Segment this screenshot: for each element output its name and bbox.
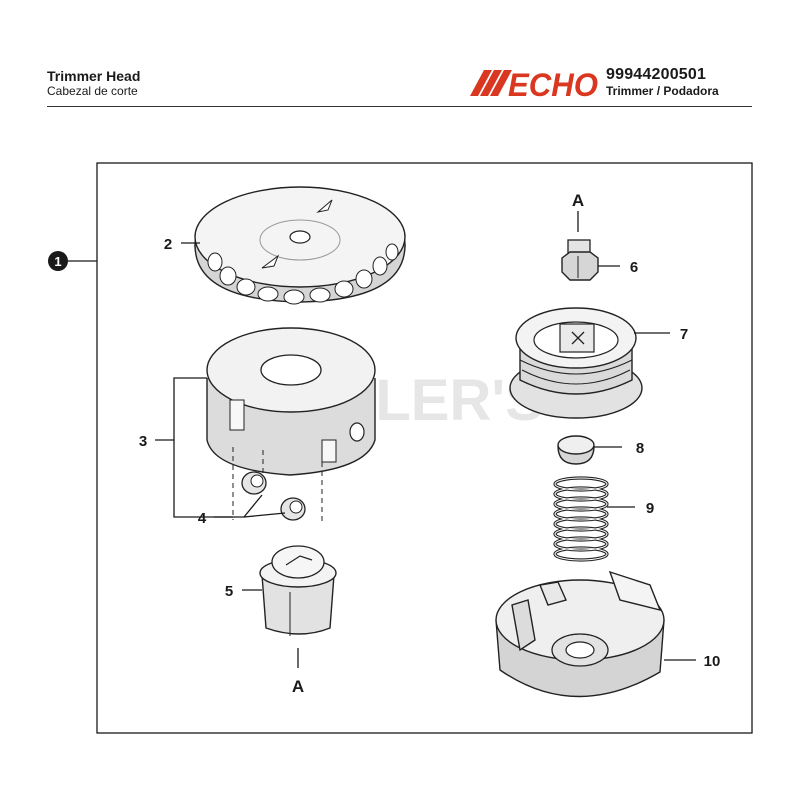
header-left: Trimmer Head Cabezal de corte (47, 68, 140, 98)
callout-3: 3 (139, 433, 147, 450)
callout-labels: 2 3 4 5 6 7 8 9 10 A A (139, 191, 721, 696)
base-part (495, 570, 665, 698)
spring-part (553, 476, 609, 562)
page-title: Trimmer Head (47, 68, 141, 84)
callout-5: 5 (225, 583, 233, 600)
callout-10: 10 (704, 653, 721, 670)
echo-logo: ECHO (470, 67, 598, 103)
callout-7: 7 (680, 326, 688, 343)
callout-6: 6 (630, 259, 638, 276)
leader-lines (155, 211, 696, 668)
brand-logo-text: ECHO (508, 67, 598, 103)
model-line: Trimmer / Podadora (606, 84, 719, 98)
part-number: 99944200501 (606, 66, 707, 83)
adapter-part (259, 545, 337, 636)
header-divider (47, 106, 752, 107)
nut-part (561, 239, 599, 281)
spool-part (509, 307, 643, 419)
callout-2: 2 (164, 236, 172, 253)
cover-part (194, 186, 406, 305)
page-subtitle: Cabezal de corte (47, 84, 138, 98)
assembly-marker: 1 (48, 251, 97, 271)
diagram-frame (96, 162, 753, 734)
header-right: 99944200501 Trimmer / Podadora (606, 66, 719, 98)
assembly-number: 1 (54, 254, 61, 269)
housing-part (206, 327, 376, 476)
callout-9: 9 (646, 500, 654, 517)
callout-4: 4 (198, 510, 207, 527)
reference-mark-top: A (572, 191, 584, 210)
callout-8: 8 (636, 440, 644, 457)
bump-button-part (557, 435, 595, 465)
eyelet-parts (232, 447, 323, 525)
reference-mark-bottom: A (292, 677, 304, 696)
